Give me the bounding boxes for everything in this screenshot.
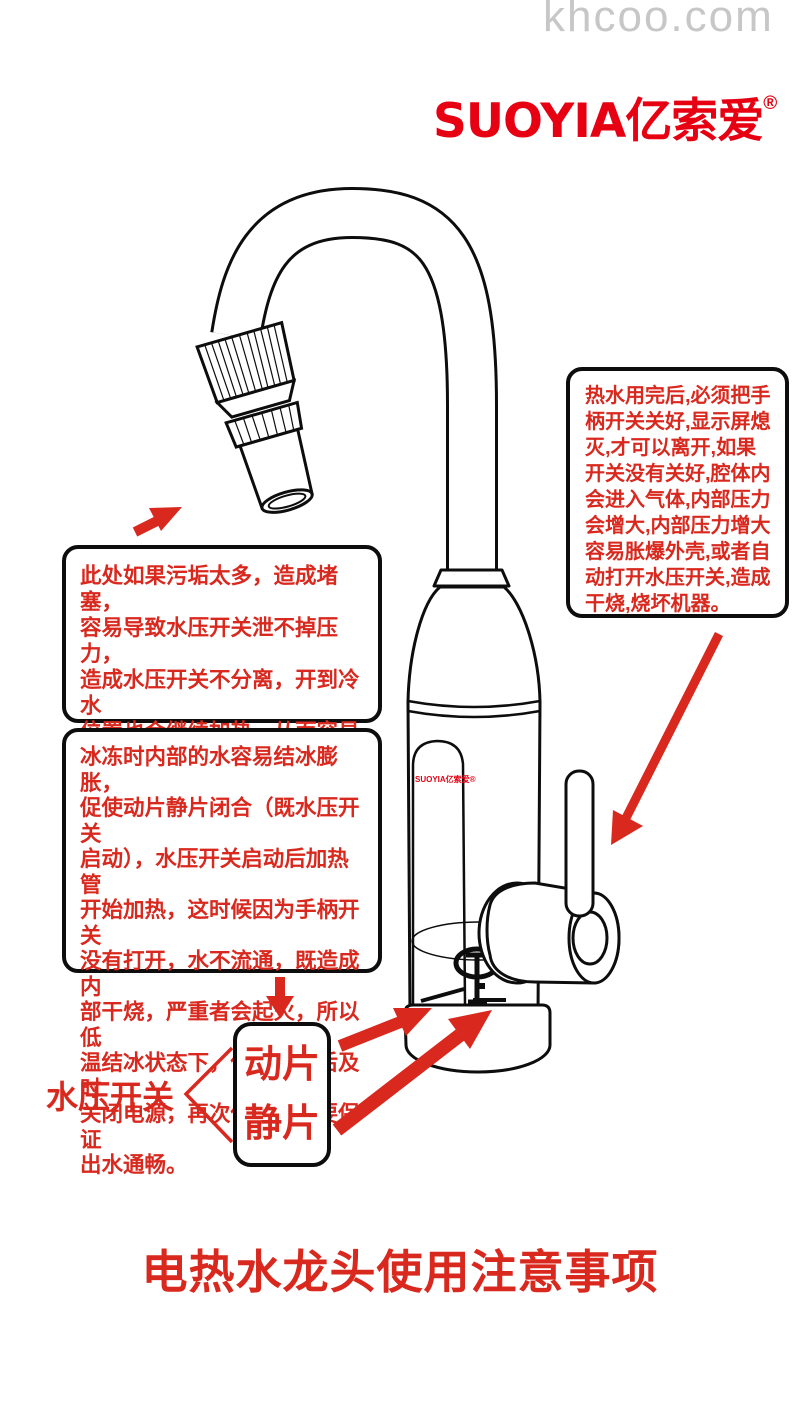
annotation-arrows bbox=[132, 507, 724, 1144]
body-logo-text: SUOYIA亿索爱® bbox=[415, 774, 476, 784]
brand-logo-text: SUOYIA亿索爱 bbox=[433, 94, 764, 149]
arrow-static-piece bbox=[332, 1010, 492, 1136]
handle-knob bbox=[477, 881, 621, 985]
faucet-spout bbox=[210, 186, 498, 578]
note-box-clog-warning: 此处如果污垢太多，造成堵塞， 容易导致水压开关泄不掉压力， 造成水压开关不分离，… bbox=[62, 545, 382, 848]
moving-piece-label: 动片 bbox=[243, 1044, 320, 1087]
static-piece-label: 静片 bbox=[243, 1102, 320, 1145]
handle-lever bbox=[564, 769, 595, 918]
arrow-to-outlet bbox=[132, 507, 182, 537]
body-band-line-2 bbox=[407, 709, 541, 719]
watermark: khcoo.com bbox=[543, 0, 774, 41]
arrow-note-to-handle bbox=[611, 631, 724, 845]
brand-logo: SUOYIA亿索爱® bbox=[433, 82, 777, 151]
pressure-switch-label: 水压开关 bbox=[46, 1079, 175, 1115]
aerator-nut bbox=[195, 320, 314, 514]
neck-collar bbox=[432, 568, 511, 588]
note-box-hot-water: 热水用完后,必须把手 柄开关关好,显示屏熄 灭,才可以离开,如果 开关没有关好,… bbox=[566, 367, 789, 618]
arrow-moving-piece bbox=[337, 1008, 432, 1052]
piece-label-box: 动片 静片 bbox=[233, 1022, 331, 1167]
note-box-freeze-warning: 冰冻时内部的水容易结冰膨胀， 促使动片静片闭合（既水压开关 启动），水压开关启动… bbox=[62, 728, 382, 1177]
pressure-switch-bracket bbox=[183, 1046, 234, 1144]
body-band-line bbox=[407, 699, 541, 709]
arrow-note-to-piece-box bbox=[266, 977, 294, 1018]
display-panel bbox=[411, 739, 467, 1006]
registered-trademark-icon: ® bbox=[763, 93, 778, 114]
page-title: 电热水龙头使用注意事项 bbox=[141, 1246, 659, 1298]
